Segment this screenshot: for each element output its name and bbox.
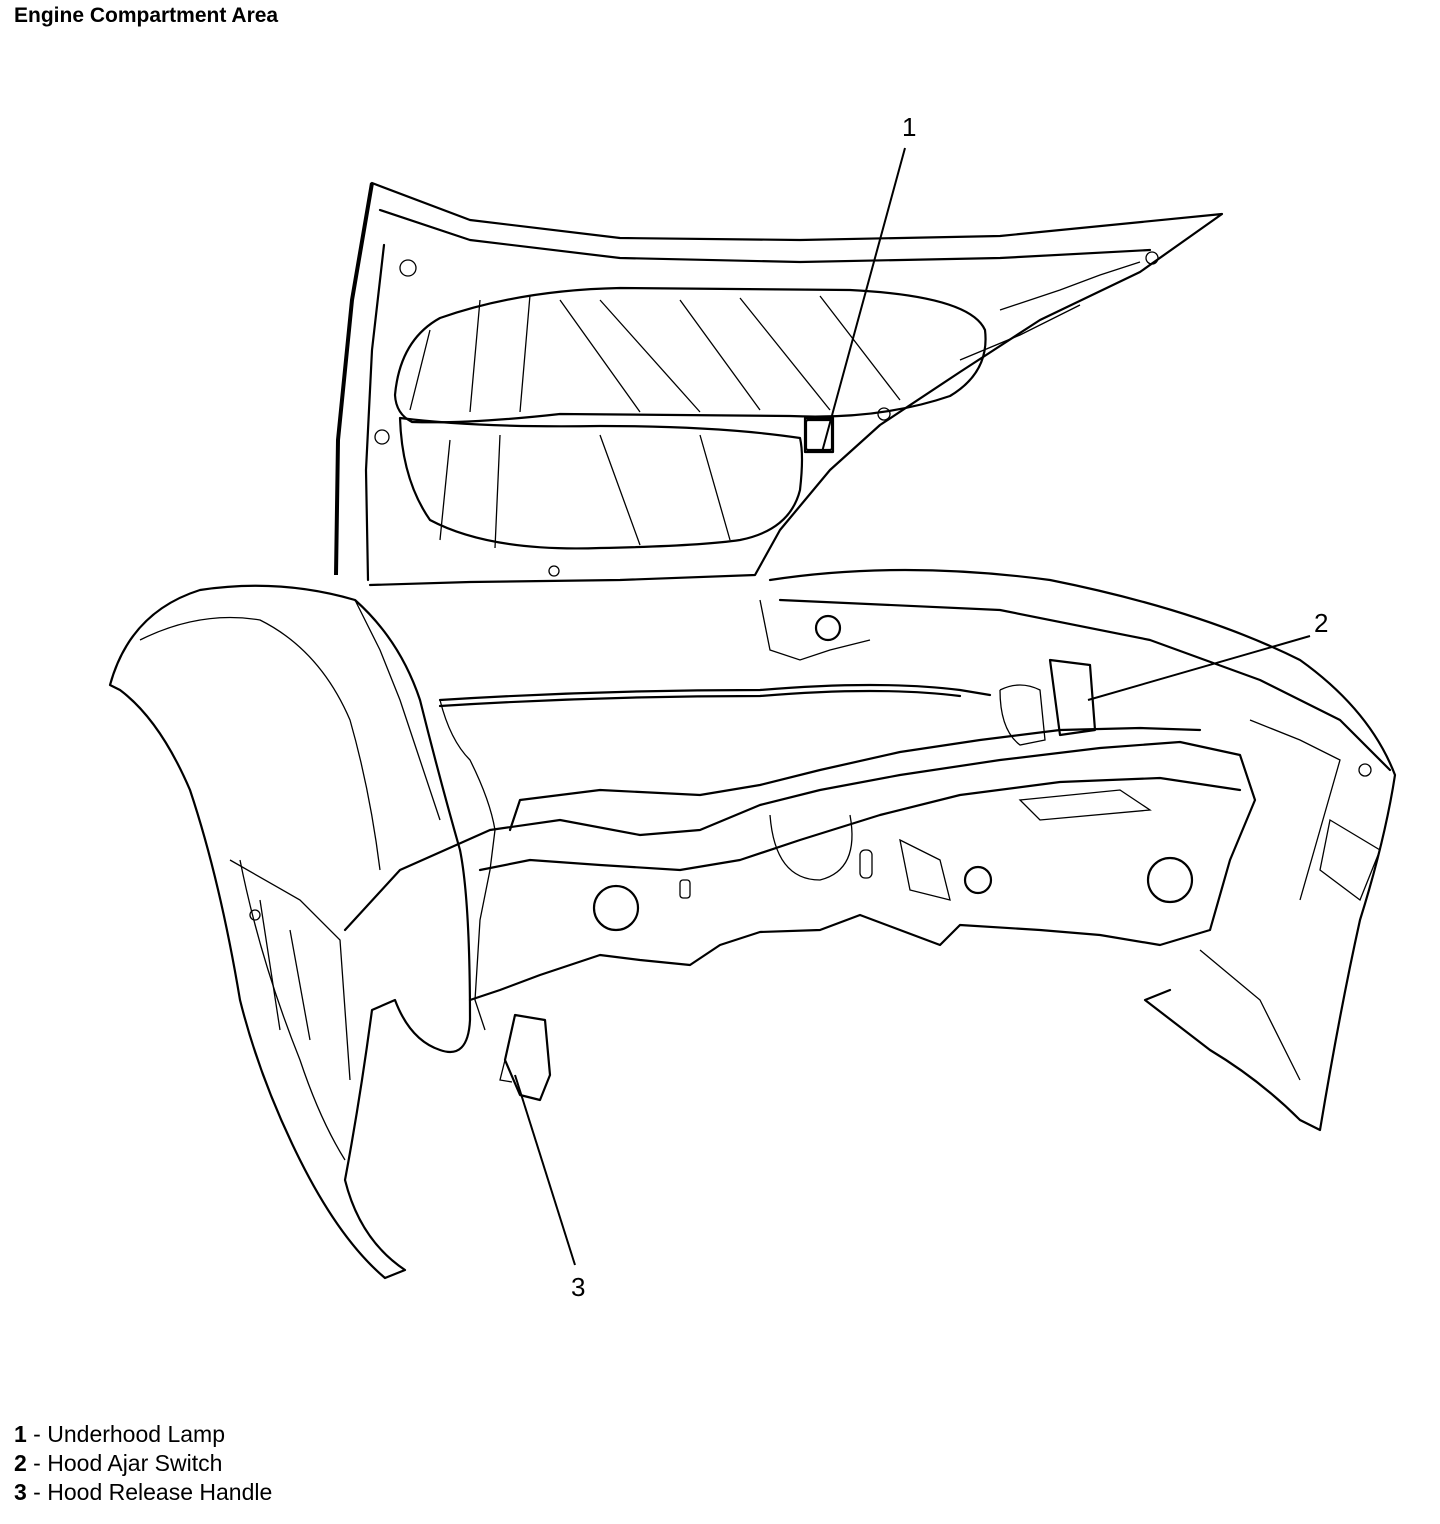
- legend-label: Hood Ajar Switch: [47, 1450, 223, 1476]
- hood-ajar-switch-part: [999, 658, 1097, 746]
- callout-3-leader: [514, 1074, 576, 1266]
- legend-separator: -: [26, 1450, 48, 1476]
- callout-2-number: 2: [1314, 608, 1328, 638]
- callout-2-leader: [1087, 635, 1311, 701]
- legend-item: 2 - Hood Ajar Switch: [14, 1449, 272, 1478]
- legend-item: 3 - Hood Release Handle: [14, 1478, 272, 1507]
- cowl-assembly-outline: [343, 726, 1257, 1002]
- legend-separator: -: [26, 1479, 48, 1505]
- underhood-lamp-part: [804, 418, 834, 452]
- legend-number: 3: [14, 1479, 27, 1505]
- legend-separator: -: [26, 1421, 48, 1447]
- callout-1-leader: [821, 147, 906, 453]
- parts-legend: 1 - Underhood Lamp 2 - Hood Ajar Switch …: [14, 1420, 272, 1507]
- hood-release-handle-part: [499, 1013, 552, 1102]
- legend-number: 2: [14, 1450, 27, 1476]
- diagram-title: Engine Compartment Area: [14, 4, 279, 27]
- legend-label: Underhood Lamp: [47, 1421, 225, 1447]
- hood-release-cable: [438, 683, 992, 1031]
- callout-1-number: 1: [902, 112, 916, 142]
- hood-outline: [334, 181, 1224, 587]
- legend-label: Hood Release Handle: [47, 1479, 273, 1505]
- left-fender-outline: [108, 584, 472, 1280]
- legend-number: 1: [14, 1421, 27, 1447]
- callout-3-number: 3: [571, 1272, 585, 1302]
- legend-item: 1 - Underhood Lamp: [14, 1420, 272, 1449]
- right-fender-outline: [759, 568, 1397, 1132]
